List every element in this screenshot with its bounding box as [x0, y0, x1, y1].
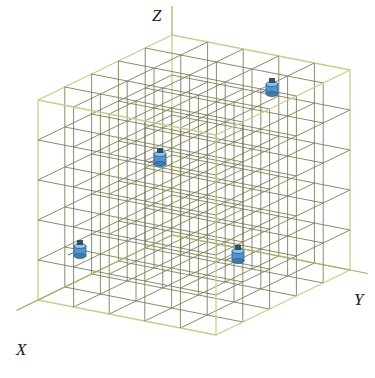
grid-line: [171, 108, 172, 308]
grid-line: [180, 143, 314, 208]
grid-line: [216, 230, 350, 295]
grid-line: [198, 95, 199, 295]
grid-line: [180, 183, 314, 248]
grid-line: [234, 102, 235, 302]
grid-line: [38, 180, 216, 215]
grid-line: [252, 69, 253, 269]
grid-line: [216, 110, 350, 175]
grid-line: [180, 263, 314, 328]
grid-line: [180, 103, 314, 168]
grid-line: [216, 190, 350, 255]
grid-line: [180, 63, 314, 128]
grid-line: [180, 223, 314, 288]
device-icon: [226, 245, 244, 264]
grid-line: [65, 87, 243, 122]
grid-line: [260, 89, 261, 289]
grid-line: [17, 235, 172, 310]
grid-line: [162, 88, 163, 288]
axis-label: Y: [352, 290, 365, 309]
grid-lines: [38, 35, 350, 335]
axis-label: X: [14, 340, 28, 359]
grid-line: [100, 94, 101, 294]
device-icon: [68, 240, 86, 259]
grid-line: [37, 100, 38, 300]
grid-line: [171, 6, 172, 35]
grid-line: [215, 135, 216, 335]
grid-line: [127, 81, 128, 281]
grid-line: [278, 56, 279, 256]
grid-line: [38, 220, 216, 255]
device-icon: [260, 78, 278, 97]
grid-line: [216, 270, 350, 335]
grid-line: [91, 74, 92, 274]
axis-label: Z: [150, 6, 163, 25]
grid-line: [118, 61, 119, 261]
grid-line: [109, 114, 110, 314]
grid-line: [287, 76, 288, 276]
grid-line: [269, 109, 270, 309]
grid-line: [154, 68, 155, 268]
grid-line: [207, 115, 208, 315]
grid-line: [180, 128, 181, 328]
axis-lines: [17, 6, 368, 310]
grid-line: [189, 75, 190, 275]
grid-line: [64, 87, 65, 287]
grid-line: [242, 122, 243, 322]
grid-line: [314, 63, 315, 263]
grid-line: [136, 101, 137, 301]
grid-line: [323, 83, 324, 283]
device-icon: [148, 148, 166, 167]
device-icons: [68, 78, 278, 264]
grid-line: [38, 300, 216, 335]
grid-line: [225, 82, 226, 282]
grid-line: [144, 121, 145, 321]
grid-line: [92, 74, 270, 109]
grid-line: [216, 150, 350, 215]
grid-line: [38, 260, 216, 295]
grid-line: [216, 70, 350, 135]
grid-line: [349, 70, 350, 270]
grid-line: [296, 96, 297, 296]
grid-line: [73, 107, 74, 307]
grid-line: [38, 100, 216, 135]
grid-line: [172, 235, 368, 274]
grid-line: [38, 140, 216, 175]
